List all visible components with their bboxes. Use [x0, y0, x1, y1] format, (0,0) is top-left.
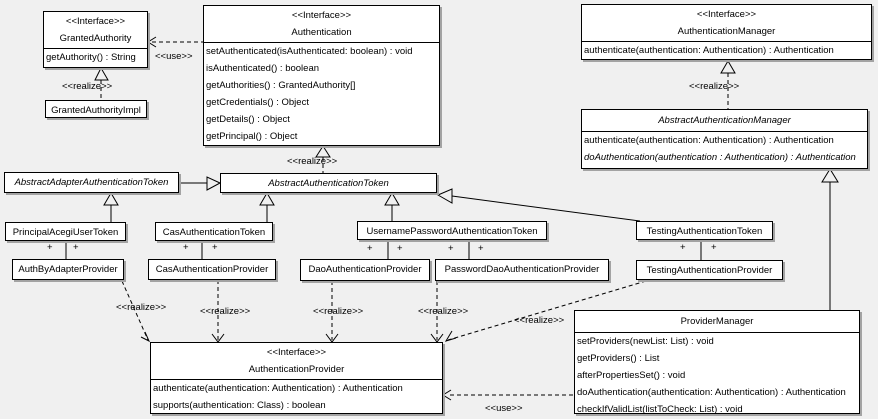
class-name: PrincipalAcegiUserToken [12, 227, 119, 238]
use-arrowhead [442, 389, 452, 401]
method: afterPropertiesSet() : void [577, 370, 686, 381]
method: getCredentials() : Object [206, 97, 309, 108]
use-arrowhead [147, 36, 157, 48]
method: doAuthentication(authentication : Authen… [584, 152, 856, 163]
multiplicity-label: + [397, 243, 403, 254]
class-name: UsernamePasswordAuthenticationToken [366, 226, 538, 237]
edge-label-realize: <<realize>> [287, 156, 338, 167]
generalization-triangle [103, 192, 119, 206]
class-name: Authentication [291, 27, 352, 38]
edge-label-use: <<use>> [485, 403, 523, 414]
method: getAuthority() : String [46, 52, 136, 63]
edge-label-realize: <<realize>> [200, 306, 251, 317]
class-name: TestingAuthenticationProvider [646, 265, 773, 276]
edge-label-realize: <<realize>> [689, 81, 740, 92]
method: checkIfValidList(listToCheck: List) : vo… [577, 404, 743, 414]
class-principal-acegi-user-token[interactable]: PrincipalAcegiUserToken [5, 222, 126, 241]
class-authentication-provider[interactable]: <<Interface>> AuthenticationProvider aut… [150, 342, 443, 414]
multiplicity-label: + [367, 243, 373, 254]
method: getPrincipal() : Object [206, 131, 298, 142]
generalization-triangle [384, 192, 400, 206]
multiplicity-label: + [680, 242, 686, 253]
edge-label-realize: <<realize>> [313, 306, 364, 317]
class-name: AbstractAdapterAuthenticationToken [14, 177, 169, 188]
method: doAuthentication(authentication: Authent… [577, 387, 846, 398]
method: authenticate(authentication: Authenticat… [584, 135, 834, 146]
method: getAuthorities() : GrantedAuthority[] [206, 80, 356, 91]
generalization-triangle [436, 188, 453, 204]
class-dao-authentication-provider[interactable]: DaoAuthenticationProvider [300, 259, 430, 281]
multiplicity-label: + [47, 242, 53, 253]
edge-label-realize: <<realize>> [62, 81, 113, 92]
class-name: AbstractAuthenticationToken [268, 178, 389, 189]
edge-label-use: <<use>> [155, 51, 193, 62]
stereotype: <<Interface>> [696, 9, 757, 20]
realize-arrowhead [140, 331, 151, 343]
multiplicity-label: + [711, 242, 717, 253]
method: setProviders(newList: List) : void [577, 336, 714, 347]
class-name: AbstractAuthenticationManager [658, 115, 791, 126]
class-password-dao-authentication-provider[interactable]: PasswordDaoAuthenticationProvider [435, 259, 609, 281]
class-auth-by-adapter-provider[interactable]: AuthByAdapterProvider [12, 259, 124, 280]
class-name: GrantedAuthorityImpl [51, 105, 141, 116]
class-granted-authority-impl[interactable]: GrantedAuthorityImpl [45, 100, 147, 118]
class-name: DaoAuthenticationProvider [308, 264, 422, 275]
class-name: TestingAuthenticationToken [646, 226, 763, 237]
class-name: AuthenticationManager [677, 26, 776, 37]
edge-realize-authbyadapterprovider [121, 280, 149, 341]
method: setAuthenticated(isAuthenticated: boolea… [206, 46, 413, 57]
class-name: CasAuthenticationToken [162, 227, 266, 238]
class-abstract-authentication-manager[interactable]: AbstractAuthenticationManager authentica… [581, 109, 868, 169]
method: authenticate(authentication: Authenticat… [584, 45, 834, 56]
class-name: GrantedAuthority [59, 33, 132, 44]
multiplicity-label: + [183, 242, 189, 253]
class-name: PasswordDaoAuthenticationProvider [444, 264, 600, 275]
multiplicity-label: + [478, 243, 484, 254]
method: isAuthenticated() : boolean [206, 63, 320, 74]
generalization-triangle [821, 168, 839, 183]
class-name: CasAuthenticationProvider [155, 264, 269, 275]
class-name: ProviderManager [680, 316, 754, 327]
class-name: AuthenticationProvider [248, 364, 345, 375]
class-testing-authentication-provider[interactable]: TestingAuthenticationProvider [636, 260, 783, 280]
generalization-triangle [259, 192, 275, 206]
stereotype: <<Interface>> [266, 347, 327, 358]
class-authentication[interactable]: <<Interface>> Authentication setAuthenti… [203, 5, 440, 146]
class-abstract-authentication-token[interactable]: AbstractAuthenticationToken [220, 173, 437, 193]
class-granted-authority[interactable]: <<Interface>> GrantedAuthority getAuthor… [43, 11, 148, 68]
class-name: AuthByAdapterProvider [18, 264, 118, 275]
class-provider-manager[interactable]: ProviderManager setProviders(newList: Li… [574, 310, 860, 414]
method: authenticate(authentication: Authenticat… [153, 383, 403, 394]
edge-label-realize: <<realize>> [514, 315, 565, 326]
method: supports(authentication: Class) : boolea… [153, 400, 326, 411]
edge-label-realize: <<realize>> [418, 306, 469, 317]
class-testing-authentication-token[interactable]: TestingAuthenticationToken [636, 221, 773, 240]
class-username-password-authentication-token[interactable]: UsernamePasswordAuthenticationToken [357, 221, 547, 240]
edge-gen-testingauthenticationtoken [451, 195, 641, 222]
multiplicity-label: + [73, 242, 79, 253]
class-cas-authentication-provider[interactable]: CasAuthenticationProvider [148, 259, 276, 280]
class-abstract-adapter-authentication-token[interactable]: AbstractAdapterAuthenticationToken [4, 172, 179, 193]
realize-triangle [94, 66, 109, 81]
method: getProviders() : List [577, 353, 660, 364]
realize-arrowhead [444, 330, 457, 342]
multiplicity-label: + [212, 242, 218, 253]
realize-triangle [315, 145, 331, 158]
class-authentication-manager[interactable]: <<Interface>> AuthenticationManager auth… [581, 4, 872, 60]
method: getDetails() : Object [206, 114, 290, 125]
multiplicity-label: + [448, 243, 454, 254]
class-cas-authentication-token[interactable]: CasAuthenticationToken [155, 222, 273, 241]
stereotype: <<Interface>> [291, 10, 352, 21]
edge-label-realize: <<realize>> [116, 302, 167, 313]
stereotype: <<Interface>> [65, 16, 126, 27]
realize-triangle [720, 60, 736, 74]
generalization-triangle [206, 176, 222, 191]
